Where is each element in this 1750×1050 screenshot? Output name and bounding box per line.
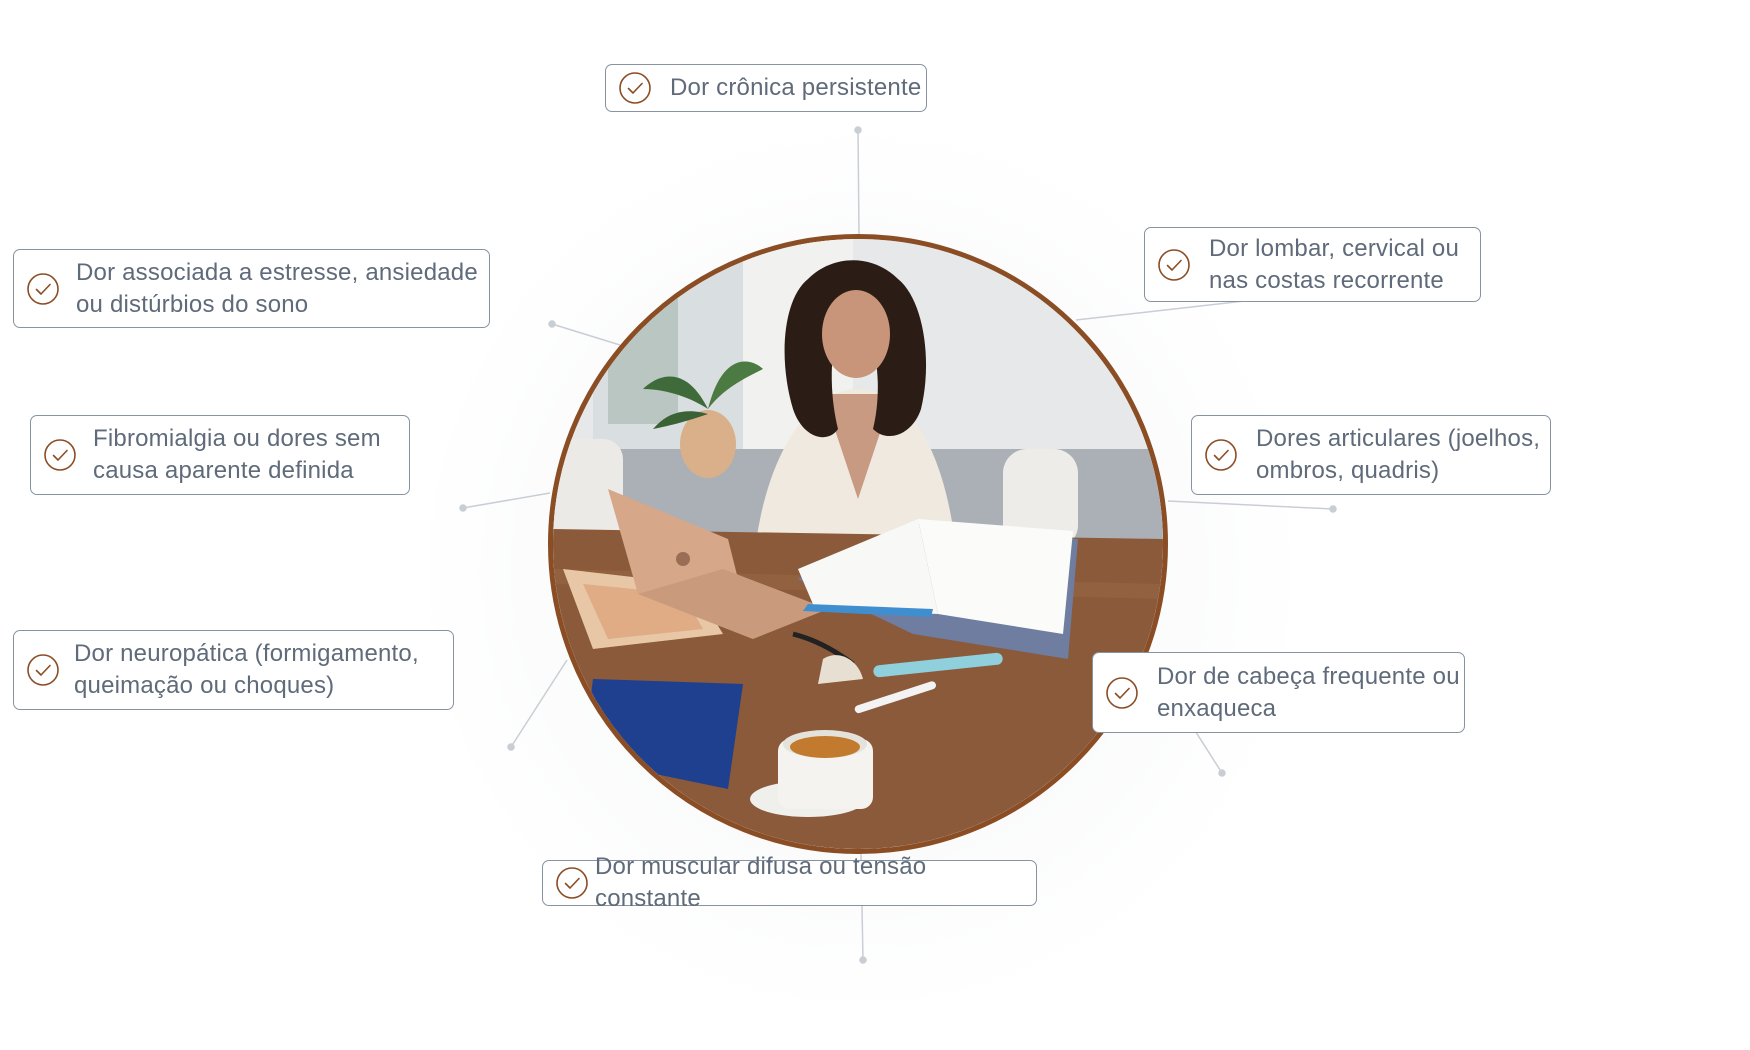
item-label: Dor de cabeça frequente ou enxaqueca bbox=[1157, 662, 1460, 722]
connector-line bbox=[510, 659, 568, 748]
item-card: Fibromialgia ou dores sem causa aparente… bbox=[30, 415, 410, 495]
check-circle-icon bbox=[618, 71, 652, 105]
item-card: Dor crônica persistente bbox=[605, 64, 927, 112]
item-label: Dor crônica persistente bbox=[670, 74, 922, 101]
item-card: Dor associada a estresse, ansiedade ou d… bbox=[13, 249, 490, 328]
check-circle-icon bbox=[555, 866, 589, 900]
check-circle-icon bbox=[26, 272, 60, 306]
connector-line bbox=[551, 323, 621, 346]
item-label: Dor associada a estresse, ansiedade ou d… bbox=[76, 258, 478, 318]
item-label: Dor lombar, cervical ou nas costas recor… bbox=[1209, 234, 1460, 294]
check-circle-icon bbox=[1157, 248, 1191, 282]
check-circle-icon bbox=[1105, 676, 1139, 710]
check-circle-icon bbox=[26, 653, 60, 687]
item-card: Dor neuropática (formigamento, queimação… bbox=[13, 630, 454, 710]
connector-line bbox=[462, 492, 551, 509]
item-label: Dores articulares (joelhos, ombros, quad… bbox=[1256, 425, 1541, 484]
item-card: Dores articulares (joelhos, ombros, quad… bbox=[1191, 415, 1551, 495]
connector-line bbox=[1167, 500, 1334, 510]
item-card: Dor de cabeça frequente ou enxaqueca bbox=[1092, 652, 1465, 733]
center-photo bbox=[548, 234, 1168, 854]
item-label: Fibromialgia ou dores sem causa aparente… bbox=[93, 425, 381, 484]
item-label: Dor muscular difusa ou tensão constante bbox=[595, 853, 927, 912]
item-card: Dor lombar, cervical ou nas costas recor… bbox=[1144, 227, 1481, 302]
check-circle-icon bbox=[43, 438, 77, 472]
connector-line bbox=[857, 129, 860, 235]
check-circle-icon bbox=[1204, 438, 1238, 472]
item-label: Dor neuropática (formigamento, queimação… bbox=[74, 640, 419, 699]
item-card: Dor muscular difusa ou tensão constante bbox=[542, 853, 1037, 912]
